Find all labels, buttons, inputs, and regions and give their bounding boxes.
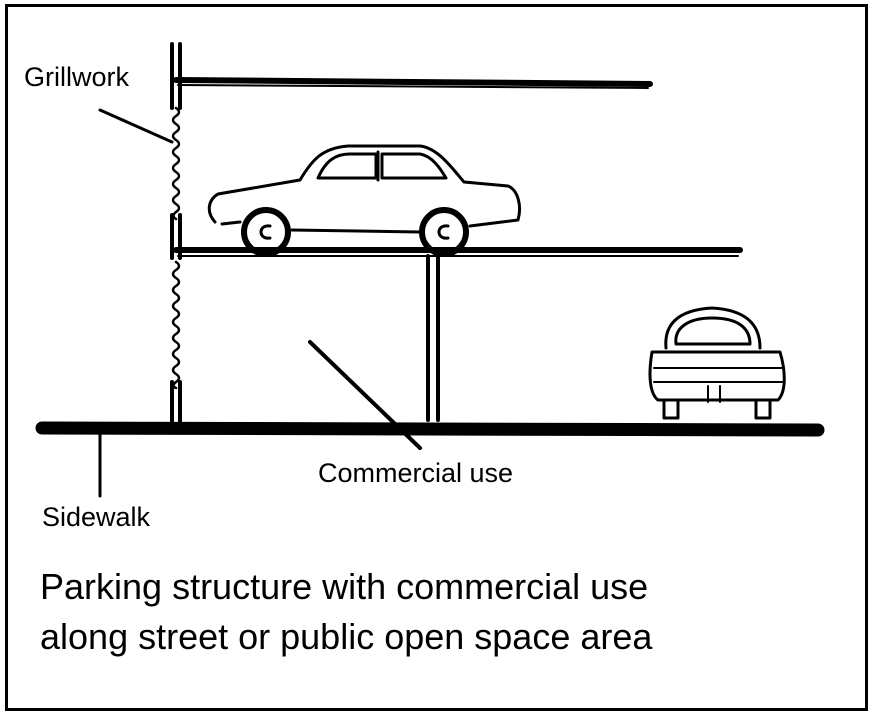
interior-column — [426, 254, 440, 422]
left-facade-post — [170, 42, 182, 426]
grillwork-label: Grillwork — [24, 62, 129, 92]
parked-car-rear-view — [648, 306, 786, 420]
parked-car-side-view — [207, 144, 522, 257]
upper-deck-slab — [173, 77, 653, 89]
commercial-use-leader-line — [308, 340, 422, 450]
grillwork-squiggle — [171, 106, 181, 390]
caption-line-1: Parking structure with commercial use — [40, 566, 649, 607]
caption-line-2: along street or public open space area — [40, 616, 653, 657]
sidewalk-label: Sidewalk — [42, 502, 151, 532]
grillwork-leader-line — [98, 108, 174, 144]
ground-line — [35, 421, 825, 437]
commercial-use-label: Commercial use — [318, 458, 514, 488]
